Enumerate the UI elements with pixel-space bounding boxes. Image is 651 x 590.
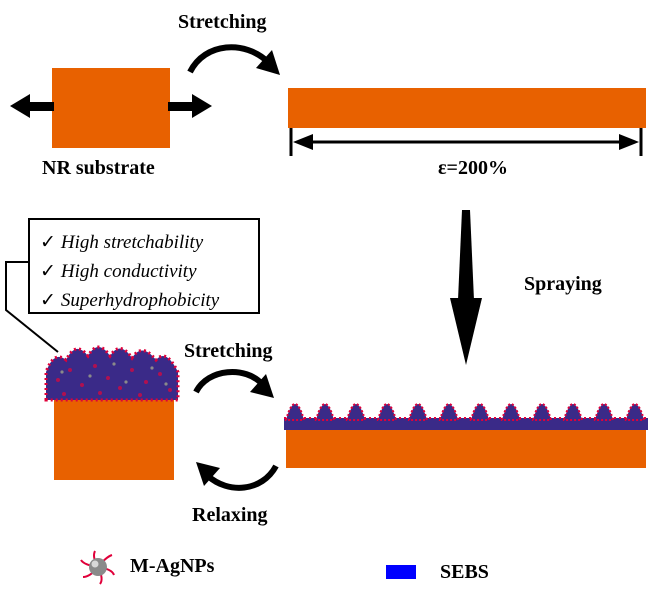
stretched-coated-substrate-block — [286, 428, 646, 468]
strain-label: ε=200% — [438, 157, 508, 179]
blue-square-icon — [386, 565, 416, 579]
legend-sebs-label: SEBS — [440, 561, 489, 583]
stretched-substrate-block — [288, 88, 646, 128]
check-icon: ✓ — [40, 232, 56, 253]
silver-nanoparticle-icon — [80, 550, 115, 585]
spraying-down-arrow-icon — [450, 210, 482, 365]
stretching-curved-arrow-icon — [187, 44, 280, 75]
stretched-coating-layer — [284, 403, 648, 430]
properties-callout: ✓High stretchability ✓High conductivity … — [28, 218, 260, 314]
relaxing-cycle-arrow-icon — [196, 462, 279, 491]
check-icon: ✓ — [40, 261, 56, 282]
stretching-bottom-label: Stretching — [184, 340, 273, 362]
pull-left-arrow-icon — [10, 94, 54, 118]
stretching-top-label: Stretching — [178, 11, 267, 33]
legend-m-agnps-label: M-AgNPs — [130, 555, 215, 577]
spraying-label: Spraying — [524, 273, 602, 295]
callout-connector-line — [5, 261, 59, 353]
pull-right-arrow-icon — [168, 94, 212, 118]
relaxed-substrate-block — [54, 398, 174, 480]
check-icon: ✓ — [40, 290, 56, 311]
nr-substrate-block — [52, 68, 170, 148]
property-item: ✓High conductivity — [40, 261, 197, 282]
stretching-cycle-arrow-icon — [193, 369, 274, 398]
relaxing-label: Relaxing — [192, 504, 268, 526]
nr-substrate-label: NR substrate — [42, 157, 155, 179]
property-item: ✓High stretchability — [40, 232, 204, 253]
strain-dimension-arrow-icon — [289, 128, 643, 156]
property-item: ✓Superhydrophobicity — [40, 290, 220, 311]
relaxed-coating-layer — [44, 345, 180, 402]
